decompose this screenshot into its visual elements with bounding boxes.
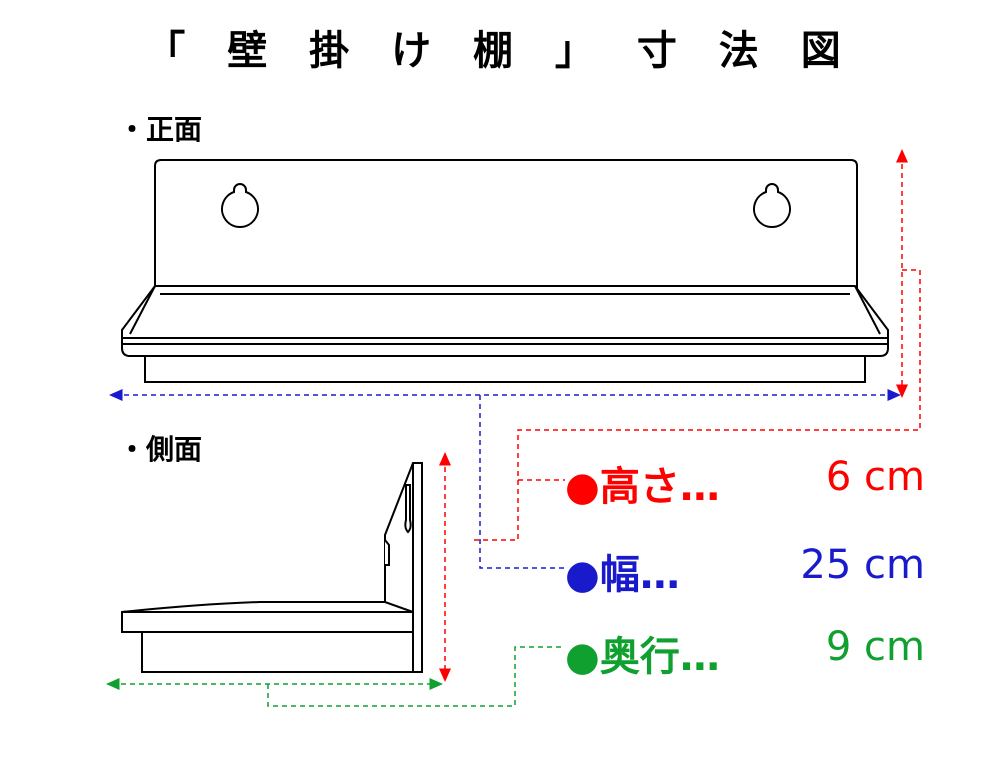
width-leader [479, 395, 565, 569]
keyhole-left [221, 183, 259, 228]
side-shelf-board [121, 601, 414, 633]
keyhole-right [753, 183, 791, 228]
page-title: 「 壁 掛 け 棚 」 寸 法 図 [145, 28, 855, 74]
legend-width-value: 25 cm [800, 542, 925, 588]
legend-width-name: ●幅… [565, 552, 680, 598]
legend-depth: ●奥行… 9 cm [565, 620, 925, 680]
side-view [121, 462, 423, 673]
legend-depth-name: ●奥行… [565, 634, 720, 680]
front-view-label: ・正面 [118, 113, 203, 146]
height-leader [470, 269, 921, 541]
side-keyhole [404, 484, 412, 534]
legend-depth-value: 9 cm [825, 624, 925, 670]
legend-height: ●高さ… 6 cm [565, 450, 925, 510]
depth-leader [267, 646, 565, 707]
front-view [121, 159, 889, 383]
side-view-label: ・側面 [118, 433, 203, 466]
side-keyhole-lower [384, 539, 390, 566]
shelf-rim [122, 285, 888, 345]
legend-height-name: ●高さ… [565, 464, 720, 510]
back-panel [154, 159, 858, 300]
legend-height-value: 6 cm [825, 454, 925, 500]
side-base-block [141, 631, 423, 673]
legend-width: ●幅… 25 cm [565, 538, 925, 598]
shelf-board [121, 285, 889, 357]
